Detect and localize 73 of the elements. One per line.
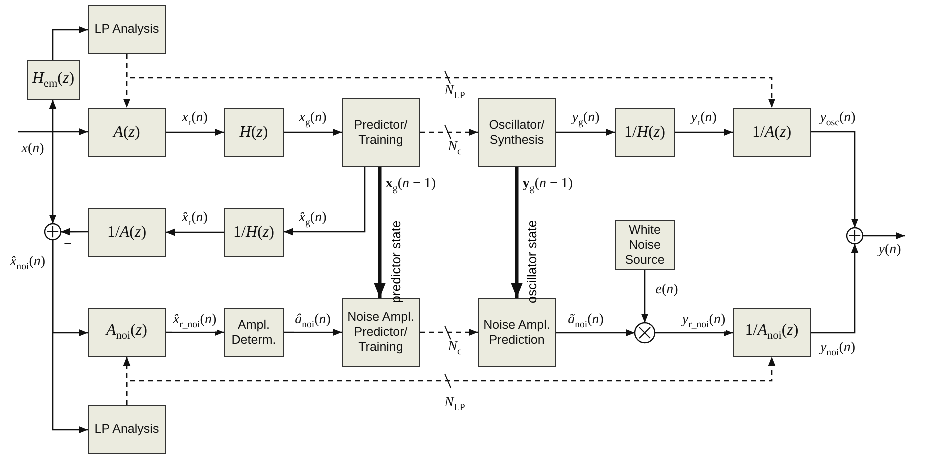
dashed-arrow (126, 357, 776, 405)
block-label: Predictor/ Training (353, 118, 409, 148)
process-box (478, 98, 556, 167)
state-label: predictor state (388, 220, 404, 304)
transfer-function: 1/A(z) (752, 122, 792, 142)
transfer-function: 1/A$_{noi}$(z) (745, 321, 799, 344)
transfer-function: 1/H(z) (624, 122, 666, 142)
process-box (27, 60, 80, 100)
dashed-arrow (126, 54, 776, 108)
arrow (52, 240, 88, 434)
arrow (49, 132, 57, 224)
process-box (88, 108, 166, 157)
transfer-function: 1/H(z) (234, 222, 274, 242)
arrow (556, 329, 635, 337)
summing-junction (44, 223, 62, 241)
arrow (52, 26, 88, 60)
process-box (224, 208, 284, 257)
arrow (863, 232, 905, 240)
process-box (88, 208, 166, 257)
signal-label: y$_{r_noi}$(n) (681, 312, 727, 332)
block-label: Ampl. Determ. (230, 318, 278, 348)
arrow (811, 131, 859, 228)
signal-label: x̂$_{g}$(n) (298, 210, 328, 230)
double-arrow (374, 167, 386, 298)
arrow (49, 100, 57, 132)
process-box (615, 108, 675, 157)
process-box (88, 405, 166, 454)
transfer-function: H(z) (240, 122, 268, 142)
process-box (88, 5, 166, 54)
state-label: oscillator state (524, 220, 540, 304)
block-label: LP Analysis (94, 422, 160, 437)
arrow (166, 228, 224, 236)
dashed-arrow (420, 128, 478, 136)
block-label: Noise Ampl. Prediction (482, 318, 552, 348)
block-label: White Noise Source (624, 222, 666, 268)
process-box (733, 108, 811, 157)
signal-label: y(n) (878, 242, 902, 258)
dashed-arrow (420, 328, 478, 336)
arrow (284, 167, 366, 236)
arrow (675, 128, 733, 136)
process-box (342, 98, 420, 167)
signal-label: x$_{g}$(n) (298, 110, 328, 130)
process-box (224, 308, 284, 357)
signal-label: y$_{g}$(n − 1) (522, 176, 574, 196)
transfer-function: A$_{noi}$(z) (106, 321, 148, 344)
transfer-function: H$_{em}$(z) (32, 68, 75, 92)
arrow (655, 329, 733, 337)
transfer-function: 1/A(z) (107, 222, 147, 242)
process-box (88, 308, 166, 357)
signal-label: x$_{g}$(n − 1) (384, 176, 438, 196)
process-box (224, 108, 284, 157)
signal-label: e(n) (654, 282, 680, 298)
arrow (556, 128, 615, 136)
arrow (641, 270, 649, 323)
source-box (615, 220, 675, 270)
transfer-function: A(z) (114, 122, 140, 142)
arrow (166, 328, 224, 336)
block-label: LP Analysis (94, 22, 160, 37)
block-label: Noise Ampl. Predictor/ Training (346, 310, 416, 355)
block-label: Oscillator/ Synthesis (488, 118, 546, 148)
arrow (61, 228, 88, 236)
process-box (733, 308, 811, 357)
double-arrow (511, 167, 523, 298)
arrow (811, 244, 859, 334)
multiplier-junction (634, 322, 656, 344)
signal-label: x(n) (20, 141, 46, 157)
signal-label: y$_{g}$(n) (571, 110, 601, 130)
arrow (18, 128, 88, 136)
summing-junction (846, 227, 864, 245)
arrow (284, 328, 342, 336)
signal-label: x̂$_{r_noi}$(n) (172, 312, 218, 332)
arrow (284, 128, 342, 136)
arrow (166, 128, 224, 136)
